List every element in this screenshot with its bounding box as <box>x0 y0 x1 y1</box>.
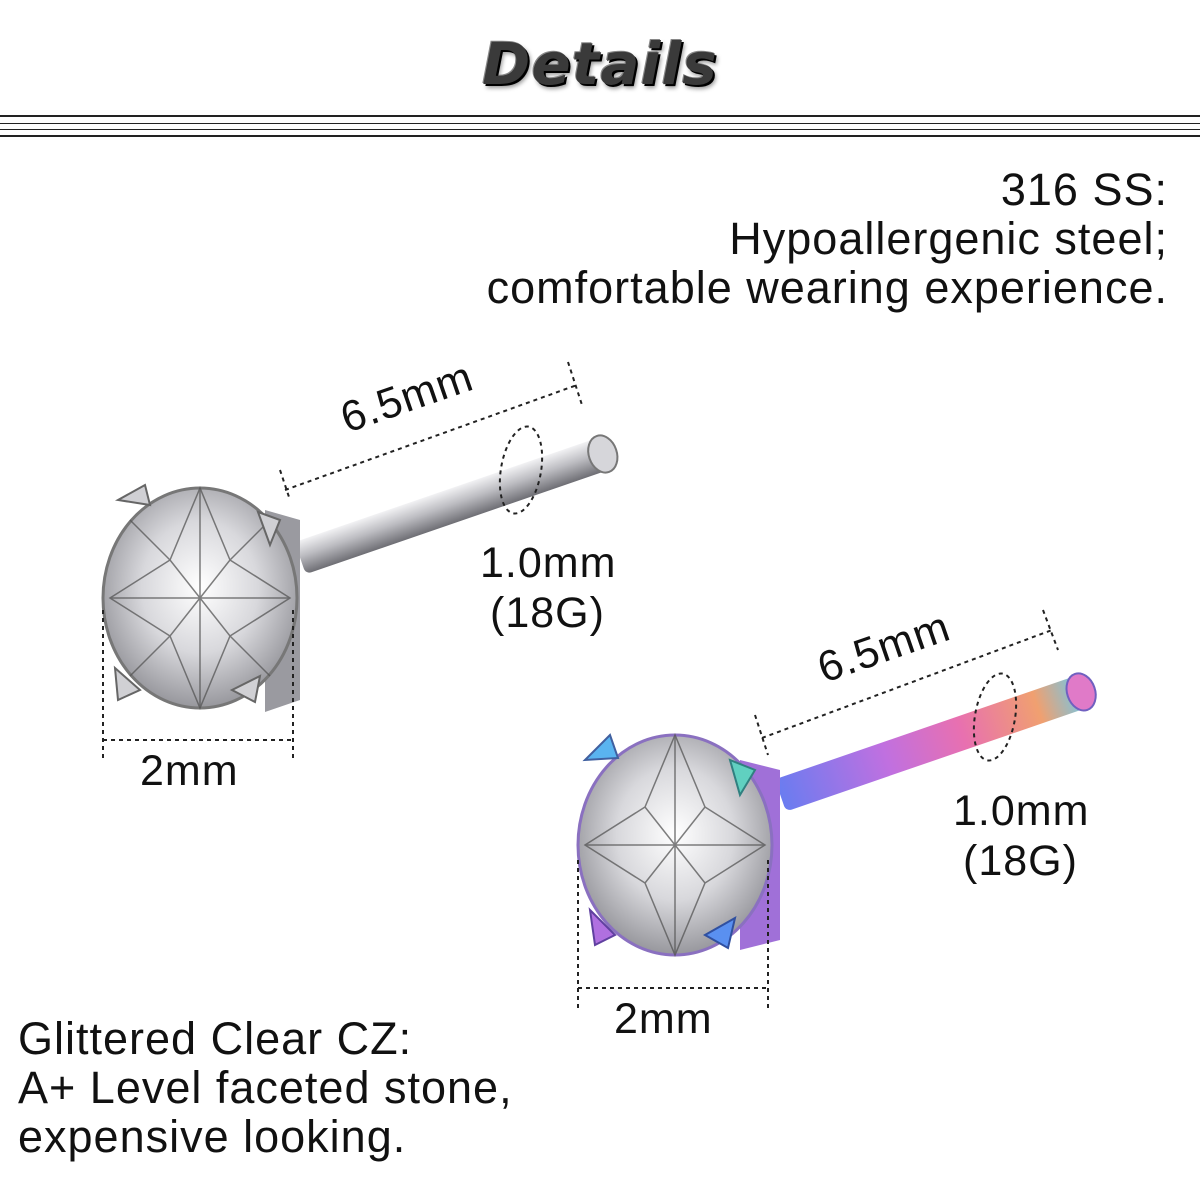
material-description: 316 SS: Hypoallergenic steel; comfortabl… <box>487 165 1168 312</box>
material-line: 316 SS: <box>1000 164 1168 215</box>
stone-line: A+ Level faceted stone, <box>18 1062 513 1113</box>
silver-stud <box>101 361 619 760</box>
rainbow-gauge-label: 1.0mm <box>953 787 1090 835</box>
divider-line <box>0 129 1200 130</box>
rainbow-stud <box>576 609 1097 1010</box>
page-title: Details <box>482 30 718 98</box>
material-line: Hypoallergenic steel; <box>729 213 1168 264</box>
material-line: comfortable wearing experience. <box>486 262 1168 313</box>
silver-diameter-label: 2mm <box>140 747 239 795</box>
stone-line: expensive looking. <box>18 1111 407 1162</box>
divider-line <box>0 135 1200 137</box>
rainbow-diameter-label: 2mm <box>614 995 713 1043</box>
stone-description: Glittered Clear CZ: A+ Level faceted sto… <box>18 1014 513 1161</box>
divider-line <box>0 115 1200 117</box>
rainbow-gauge-label: (18G) <box>963 837 1078 885</box>
divider-line <box>0 123 1200 124</box>
silver-gauge-label: (18G) <box>490 589 605 637</box>
stone-line: Glittered Clear CZ: <box>18 1013 413 1064</box>
silver-gauge-label: 1.0mm <box>480 539 617 587</box>
